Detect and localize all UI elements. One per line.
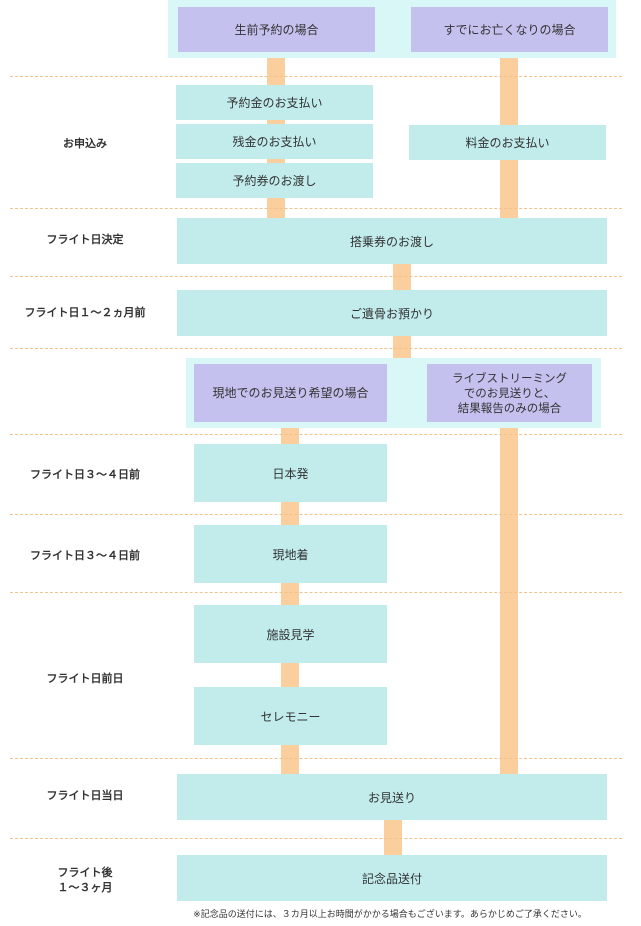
step-ceremony: セレモニー [194, 687, 387, 745]
footnote: ※記念品の送付には、３カ月以上お時間がかかる場合もございます。あらかじめご了承く… [193, 910, 587, 920]
separator [10, 592, 622, 593]
row-label-flight-day: フライト日当日 [46, 789, 124, 802]
separator [10, 348, 622, 349]
separator [10, 514, 622, 515]
header-streaming: ライブストリーミング でのお見送りと、 結果報告のみの場合 [427, 364, 592, 422]
step-facility-tour: 施設見学 [194, 605, 387, 663]
step-remains: ご遺骨お預かり [177, 290, 607, 336]
row-label-apply: お申込み [63, 137, 107, 150]
row-label-flight-decided: フライト日決定 [46, 233, 124, 246]
separator [10, 276, 622, 277]
flow-line-center-2 [393, 334, 411, 364]
separator [10, 434, 622, 435]
separator [10, 838, 622, 839]
flow-line-center-1 [393, 262, 411, 294]
header-deceased: すでにお亡くなりの場合 [411, 7, 608, 52]
step-send-off: お見送り [177, 774, 607, 820]
flow-line-streaming [500, 420, 518, 776]
header-onsite: 現地でのお見送り希望の場合 [194, 364, 387, 422]
row-label-three-four-days-a: フライト日３～４日前 [30, 468, 140, 481]
step-fee: 料金のお支払い [409, 125, 606, 160]
step-balance: 残金のお支払い [176, 124, 373, 159]
row-label-day-before: フライト日前日 [46, 672, 124, 685]
row-label-after-flight: フライト後 １～３ヶ月 [57, 866, 113, 894]
row-label-three-four-days-b: フライト日３～４日前 [30, 549, 140, 562]
step-depart-japan: 日本発 [194, 444, 387, 502]
step-memorial: 記念品送付 [177, 855, 607, 901]
step-voucher: 予約券のお渡し [176, 163, 373, 198]
separator [10, 208, 622, 209]
header-reservation: 生前予約の場合 [178, 7, 375, 52]
step-deposit: 予約金のお支払い [176, 85, 373, 120]
row-label-one-two-months: フライト日１～２ヵ月前 [24, 306, 146, 319]
separator [10, 758, 622, 759]
separator [10, 76, 622, 77]
step-arrive-local: 現地着 [194, 525, 387, 583]
step-boarding-pass: 搭乗券のお渡し [177, 218, 607, 264]
